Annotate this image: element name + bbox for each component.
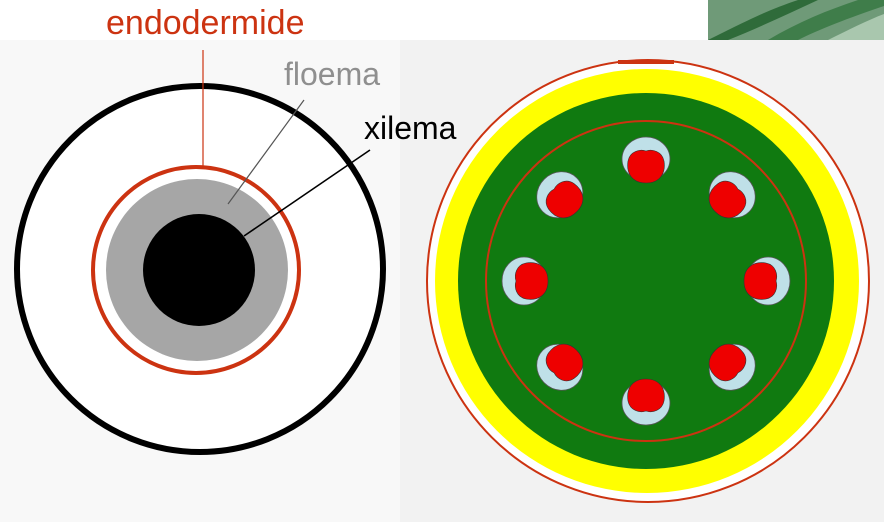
stele-green [458,93,834,469]
epidermis-outline [427,60,869,502]
phloem-patch [622,137,670,181]
label-endodermide: endodermide [106,6,304,40]
cortex-ring [435,69,859,493]
xylem-patch [541,176,590,225]
vascular-bundle [527,333,593,399]
leaf-photo-image [708,0,884,40]
vascular-bundle [622,137,670,183]
vascular-bundle [698,333,764,399]
vascular-bundle [502,257,548,305]
phloem-patch [700,335,765,400]
vascular-bundle [527,162,593,228]
phloem-patch [746,257,790,305]
xylem-patch [702,176,751,225]
endodermis-red-ring [486,121,806,441]
vascular-bundle [622,379,670,425]
xylem-patch [702,337,751,386]
vascular-bundles [502,137,790,425]
xylem-patch [628,150,665,183]
label-floema: floema [284,58,380,90]
phloem-patch [527,335,592,400]
xylem-patch [628,379,665,412]
xylem-patch [515,263,548,300]
vascular-bundle [698,162,764,228]
xylem-core [143,214,255,326]
right-panel-background [400,40,884,522]
phloem-patch [527,162,592,227]
vascular-bundle [744,257,790,305]
leaf-photo-thumbnail [708,0,884,40]
xylem-patch [744,263,777,300]
phloem-patch [622,381,670,425]
phloem-patch [700,162,765,227]
phloem-patch [502,257,546,305]
xylem-patch [541,337,590,386]
top-marker [618,60,674,64]
label-xilema: xilema [364,112,456,144]
